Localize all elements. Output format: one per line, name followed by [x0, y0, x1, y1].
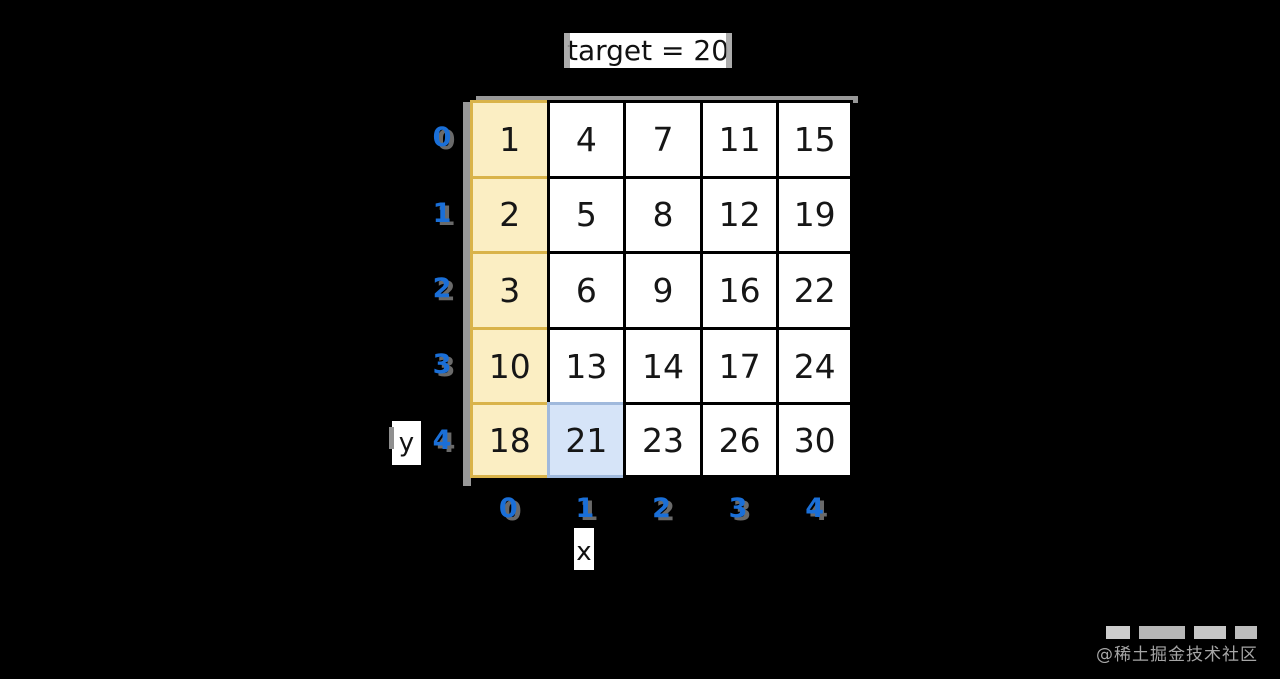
- matrix-cell-r3c2: 14: [623, 326, 700, 403]
- x-tick-0: 0: [498, 492, 518, 524]
- watermark-artifact: [1194, 626, 1226, 639]
- watermark-artifact-blocks: [1096, 626, 1266, 639]
- matrix-cell-r4c3: 26: [699, 402, 777, 478]
- x-tick-3: 3: [728, 492, 748, 524]
- matrix-cell-r4c4: 30: [776, 402, 853, 478]
- matrix-cell-r2c2: 9: [623, 251, 700, 327]
- y-axis-label: y: [389, 421, 421, 465]
- matrix-cell-r1c4: 19: [776, 175, 853, 252]
- x-axis-label-text: x: [576, 537, 592, 567]
- matrix-cell-r0c2: 7: [623, 100, 700, 176]
- matrix-cell-r0c1: 4: [546, 100, 624, 176]
- matrix-cell-r0c0: 1: [470, 100, 547, 176]
- title-text: target = 20: [566, 34, 730, 67]
- watermark-artifact: [1235, 626, 1257, 639]
- y-tick-1: 1: [432, 197, 452, 229]
- matrix-cell-r4c0: 18: [470, 402, 547, 478]
- matrix-cell-r4c1: 21: [546, 402, 624, 478]
- y-tick-0: 0: [432, 122, 452, 154]
- matrix-cell-r2c0: 3: [470, 251, 547, 327]
- y-tick-4: 4: [432, 424, 452, 456]
- y-ticks: 0 1 2 3 4: [426, 100, 458, 478]
- matrix-cell-r1c3: 12: [699, 175, 777, 252]
- matrix-cell-r2c1: 6: [546, 251, 624, 327]
- matrix-cell-r0c3: 11: [699, 100, 777, 176]
- matrix-cell-r3c3: 17: [699, 326, 777, 403]
- matrix-cell-r2c4: 22: [776, 251, 853, 327]
- matrix-cell-r1c0: 2: [470, 175, 547, 252]
- watermark-text: @稀土掘金技术社区: [1096, 645, 1258, 665]
- x-tick-1: 1: [575, 492, 595, 524]
- matrix-cell-r4c2: 23: [623, 402, 700, 478]
- matrix-shadow-top: [476, 96, 858, 103]
- y-axis-label-text: y: [398, 428, 415, 458]
- matrix-cell-r3c1: 13: [546, 326, 624, 403]
- x-axis-label: x: [574, 528, 594, 570]
- watermark-artifact: [1106, 626, 1130, 639]
- x-tick-2: 2: [652, 492, 671, 524]
- x-ticks: 0 1 2 3 4: [470, 492, 853, 524]
- y-tick-3: 3: [432, 349, 452, 381]
- matrix-cell-r0c4: 15: [776, 100, 853, 176]
- watermark: @稀土掘金技术社区: [1096, 626, 1266, 674]
- x-tick-4: 4: [805, 492, 825, 524]
- watermark-artifact: [1139, 626, 1185, 639]
- title-box: target = 20: [564, 33, 732, 68]
- y-tick-2: 2: [432, 273, 452, 305]
- matrix-cell-r1c2: 8: [623, 175, 700, 252]
- matrix-cell-r2c3: 16: [699, 251, 777, 327]
- matrix-cell-r3c4: 24: [776, 326, 853, 403]
- matrix-shadow-left: [463, 102, 471, 486]
- matrix-cell-r1c1: 5: [546, 175, 624, 252]
- matrix-cell-r3c0: 10: [470, 326, 547, 403]
